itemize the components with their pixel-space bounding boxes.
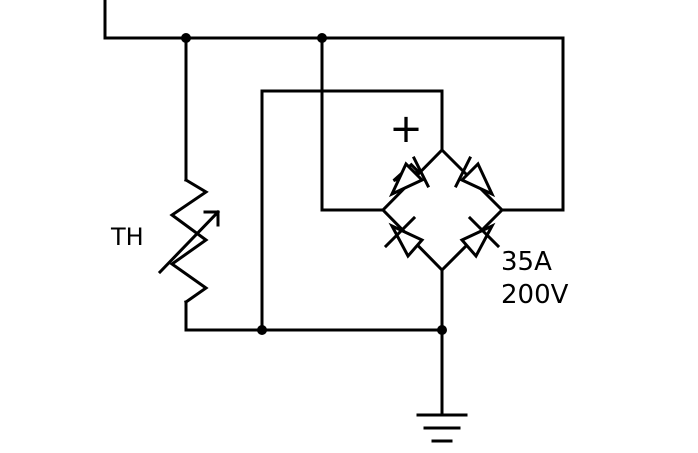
- bridge-voltage-rating: 200V: [501, 280, 569, 310]
- input-wire-left: [320, 36, 385, 212]
- diode-top-right: [453, 155, 496, 198]
- thermistor-icon: [157, 177, 221, 305]
- top-bus-wire: [103, 0, 565, 212]
- diode-bottom-left: [383, 215, 425, 259]
- junction-dot: [181, 33, 191, 43]
- diode-top-left: [388, 155, 431, 198]
- diode-bottom-right: [459, 215, 501, 259]
- positive-output-wire: [260, 89, 444, 332]
- junction-dot: [257, 325, 267, 335]
- ground-icon: [416, 268, 468, 443]
- junction-dot: [317, 33, 327, 43]
- bridge-positive-mark: +: [389, 106, 423, 152]
- bridge-rectifier: [380, 147, 505, 273]
- bridge-current-rating: 35A: [501, 247, 552, 277]
- thermistor-label: TH: [110, 223, 144, 251]
- thermistor-branch-wire: [184, 36, 444, 332]
- junction-dot: [437, 325, 447, 335]
